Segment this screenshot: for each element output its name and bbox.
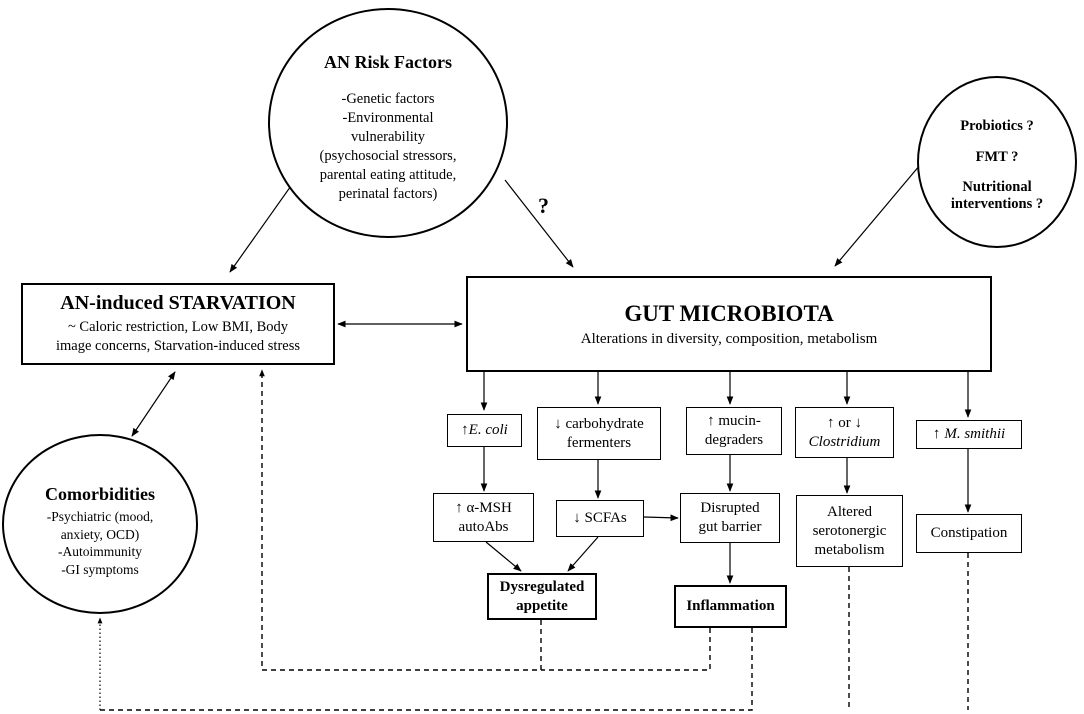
serotonergic-box: Altered serotonergic metabolism bbox=[796, 495, 903, 567]
clost-line-2: Clostridium bbox=[808, 433, 881, 450]
nutritional-label-2: interventions ? bbox=[950, 196, 1044, 212]
gut-microbiota-box: GUT MICROBIOTA Alterations in diversity,… bbox=[466, 276, 992, 372]
constipation-label: Constipation bbox=[930, 525, 1008, 541]
barrier-line-1: Disrupted bbox=[700, 500, 760, 516]
ecoli-box: ↑ E. coli bbox=[447, 414, 522, 447]
mucin-line-1: ↑ mucin- bbox=[707, 413, 761, 429]
appetite-line-1: Dysregulated bbox=[499, 578, 585, 595]
arrow-amsh-to-appetite bbox=[485, 541, 522, 572]
inflammation-label: Inflammation bbox=[686, 598, 775, 614]
appetite-line-2: appetite bbox=[516, 597, 568, 614]
clost-line-1: ↑ or ↓ bbox=[827, 414, 862, 431]
barrier-line-2: gut barrier bbox=[698, 519, 762, 535]
mucin-line-2: degraders bbox=[704, 432, 764, 448]
risk-factors-list: -Genetic factors -Environmental vulnerab… bbox=[270, 90, 506, 204]
nutritional-label-1: Nutritional bbox=[962, 179, 1032, 195]
carb-line-1: ↓ carbohydrate bbox=[554, 415, 644, 432]
scfa-label: ↓ SCFAs bbox=[573, 510, 627, 526]
risk-line-environmental: -Environmental bbox=[342, 110, 434, 126]
msmithii-box: ↑ M. smithii bbox=[916, 420, 1022, 449]
arrow-interventions-to-microbiota bbox=[834, 164, 921, 267]
microbiota-subtitle: Alterations in diversity, composition, m… bbox=[580, 330, 878, 347]
risk-line-vulnerability: vulnerability bbox=[350, 129, 426, 145]
amsh-line-2: autoAbs bbox=[458, 518, 509, 535]
sero-line-1: Altered bbox=[827, 503, 872, 520]
clostridium-box: ↑ or ↓ Clostridium bbox=[795, 407, 894, 458]
comorbidity-gi: -GI symptoms bbox=[61, 561, 139, 577]
microbiota-title: GUT MICROBIOTA bbox=[624, 300, 834, 326]
risk-line-perinatal: perinatal factors) bbox=[338, 186, 438, 202]
starvation-box: AN-induced STARVATION ~ Caloric restrict… bbox=[21, 283, 335, 365]
msmithii-arrow: ↑ bbox=[932, 426, 941, 442]
risk-factors-circle: AN Risk Factors -Genetic factors -Enviro… bbox=[268, 8, 508, 238]
inflammation-box: Inflammation bbox=[674, 585, 787, 628]
scfa-box: ↓ SCFAs bbox=[556, 500, 644, 537]
starvation-title: AN-induced STARVATION bbox=[60, 292, 296, 314]
arrow-scfa-to-appetite bbox=[567, 536, 599, 572]
ecoli-name: E. coli bbox=[468, 422, 508, 438]
comorbidity-autoimmunity: -Autoimmunity bbox=[58, 544, 142, 559]
gut-barrier-box: Disrupted gut barrier bbox=[680, 493, 780, 543]
arrow-scfa-to-barrier bbox=[643, 514, 679, 522]
comorbidity-psychiatric: -Psychiatric (mood, bbox=[46, 509, 154, 524]
amsh-line-1: ↑ α-MSH bbox=[455, 499, 512, 516]
mucin-degraders-box: ↑ mucin- degraders bbox=[686, 407, 782, 455]
fmt-label: FMT ? bbox=[975, 149, 1019, 165]
risk-line-genetic: -Genetic factors bbox=[341, 91, 435, 107]
ecoli-arrow: ↑ bbox=[461, 422, 469, 438]
dashed-inflammation-to-starvation bbox=[541, 628, 711, 671]
question-mark: ? bbox=[538, 193, 549, 218]
constipation-box: Constipation bbox=[916, 514, 1022, 553]
msmithii-name: M. smithii bbox=[944, 426, 1006, 442]
dashed-appetite-to-starvation bbox=[259, 369, 542, 671]
carbohydrate-fermenters-box: ↓ carbohydrate fermenters bbox=[537, 407, 661, 460]
dashed-to-comorbidities bbox=[100, 628, 753, 711]
comorbidities-title: Comorbidities bbox=[45, 484, 155, 504]
probiotics-label: Probiotics ? bbox=[960, 118, 1034, 134]
risk-line-psychosocial: (psychosocial stressors, bbox=[319, 148, 457, 164]
dysregulated-appetite-box: Dysregulated appetite bbox=[487, 573, 597, 620]
alpha-msh-box: ↑ α-MSH autoAbs bbox=[433, 493, 534, 542]
sero-line-2: serotonergic bbox=[812, 522, 887, 539]
arrow-starvation-comorbidities bbox=[131, 371, 176, 437]
comorbidity-psychiatric-detail: anxiety, OCD) bbox=[60, 526, 140, 542]
comorbidities-list: -Psychiatric (mood, anxiety, OCD) -Autoi… bbox=[4, 508, 196, 578]
risk-factors-title: AN Risk Factors bbox=[324, 52, 452, 72]
interventions-circle: Probiotics ? FMT ? Nutritional intervent… bbox=[917, 76, 1077, 248]
risk-line-parental: parental eating attitude, bbox=[319, 167, 457, 183]
comorbidities-circle: Comorbidities -Psychiatric (mood, anxiet… bbox=[2, 434, 198, 614]
carb-line-2: fermenters bbox=[566, 434, 632, 451]
sero-line-3: metabolism bbox=[814, 541, 885, 558]
starvation-line-1: ~ Caloric restriction, Low BMI, Body bbox=[67, 319, 289, 335]
interventions-list: Probiotics ? FMT ? Nutritional intervent… bbox=[919, 118, 1075, 213]
arrow-risk-to-microbiota bbox=[504, 179, 574, 268]
starvation-line-2: image concerns, Starvation-induced stres… bbox=[55, 338, 300, 354]
